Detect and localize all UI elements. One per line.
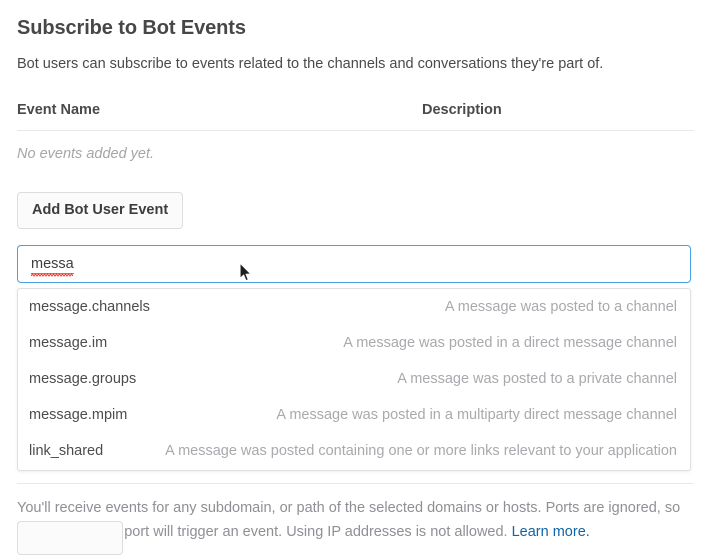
- suggestion-item[interactable]: message.channels A message was posted to…: [18, 289, 690, 326]
- suggestion-item[interactable]: link_shared A message was posted contain…: [18, 434, 690, 470]
- suggestion-event-name: message.groups: [29, 371, 137, 387]
- column-header-description: Description: [422, 102, 502, 118]
- event-search-input[interactable]: [17, 245, 691, 283]
- suggestion-event-description: A message was posted in a direct message…: [343, 335, 677, 351]
- page-subtitle: Bot users can subscribe to events relate…: [17, 56, 604, 72]
- empty-state-message: No events added yet.: [17, 146, 155, 162]
- events-table: Event Name Description No events added y…: [17, 102, 694, 164]
- suggestion-event-name: message.channels: [29, 299, 150, 315]
- suggestion-event-name: message.mpim: [29, 407, 128, 423]
- table-header-row: Event Name Description: [17, 102, 694, 131]
- suggestion-item[interactable]: message.im A message was posted in a dir…: [18, 326, 690, 362]
- suggestion-item[interactable]: message.groups A message was posted to a…: [18, 362, 690, 398]
- suggestion-event-name: link_shared: [29, 443, 104, 459]
- suggestion-event-description: A message was posted to a private channe…: [397, 371, 677, 387]
- event-suggestions-dropdown[interactable]: message.channels A message was posted to…: [17, 288, 691, 471]
- suggestion-event-description: A message was posted in a multiparty dir…: [276, 407, 677, 423]
- page-title: Subscribe to Bot Events: [17, 17, 246, 39]
- section-divider: [17, 483, 694, 484]
- suggestion-event-name: message.im: [29, 335, 108, 351]
- learn-more-link[interactable]: Learn more.: [511, 524, 590, 540]
- suggestion-item[interactable]: message.mpim A message was posted in a m…: [18, 398, 690, 434]
- footer-action-button[interactable]: [17, 521, 123, 555]
- subscribe-bot-events-page: Subscribe to Bot Events Bot users can su…: [17, 17, 694, 555]
- suggestion-event-description: A message was posted containing one or m…: [165, 443, 677, 459]
- column-header-event-name: Event Name: [17, 102, 101, 118]
- suggestion-event-description: A message was posted to a channel: [444, 299, 677, 315]
- add-bot-user-event-button[interactable]: Add Bot User Event: [17, 192, 184, 229]
- event-combobox: messa message.channels A message was pos…: [17, 245, 694, 471]
